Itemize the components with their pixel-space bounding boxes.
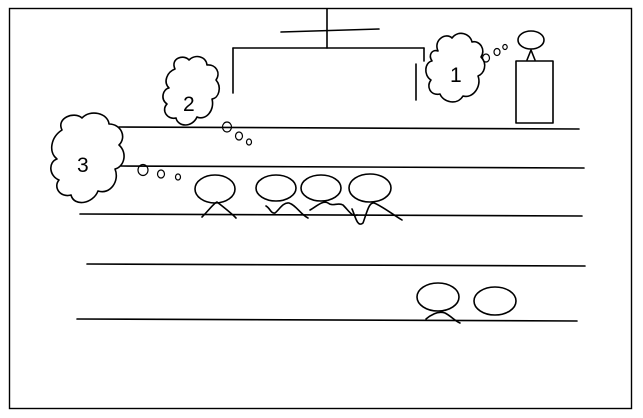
thought-bubble-2: 2	[163, 57, 252, 145]
thought-bubble-2-label: 2	[183, 93, 195, 116]
thought-bubble-3-label: 3	[77, 154, 89, 177]
person-shoulders	[426, 312, 460, 323]
person	[301, 175, 357, 215]
person-shoulders	[202, 202, 236, 218]
person	[195, 175, 236, 218]
thought-dot	[483, 54, 490, 62]
person-head	[349, 174, 391, 202]
thought-dot	[236, 132, 243, 140]
preacher-body	[516, 61, 553, 123]
thought-dot	[176, 174, 181, 180]
thought-bubble-1: 1	[426, 33, 507, 102]
person	[256, 175, 308, 218]
person	[417, 283, 460, 323]
congregation-row-front	[195, 174, 402, 224]
person-head	[195, 175, 235, 203]
person-head	[256, 175, 296, 201]
preacher-figure	[516, 31, 553, 123]
frame-border	[10, 9, 632, 409]
pew-lines	[77, 127, 585, 321]
thought-dot	[158, 170, 165, 178]
altar-bracket	[233, 48, 424, 100]
pew-line	[119, 127, 579, 129]
thought-dot	[503, 45, 507, 50]
preacher-neck	[527, 50, 535, 60]
person-shoulders	[266, 203, 308, 218]
thought-bubble-1-label: 1	[450, 64, 462, 87]
congregation-row-back	[417, 283, 516, 323]
person-shoulders	[310, 202, 357, 215]
thought-dot	[494, 49, 500, 56]
thought-dot	[247, 139, 252, 145]
person-shoulders	[352, 203, 402, 224]
cross-symbol	[281, 9, 379, 48]
person	[474, 287, 516, 315]
pew-line	[77, 319, 577, 321]
person	[349, 174, 402, 224]
preacher-head	[518, 31, 544, 49]
person-head	[417, 283, 459, 311]
pew-line	[121, 166, 584, 168]
pew-line	[87, 264, 585, 266]
pew-line	[80, 214, 582, 216]
person-head	[474, 287, 516, 315]
person-head	[301, 175, 341, 201]
